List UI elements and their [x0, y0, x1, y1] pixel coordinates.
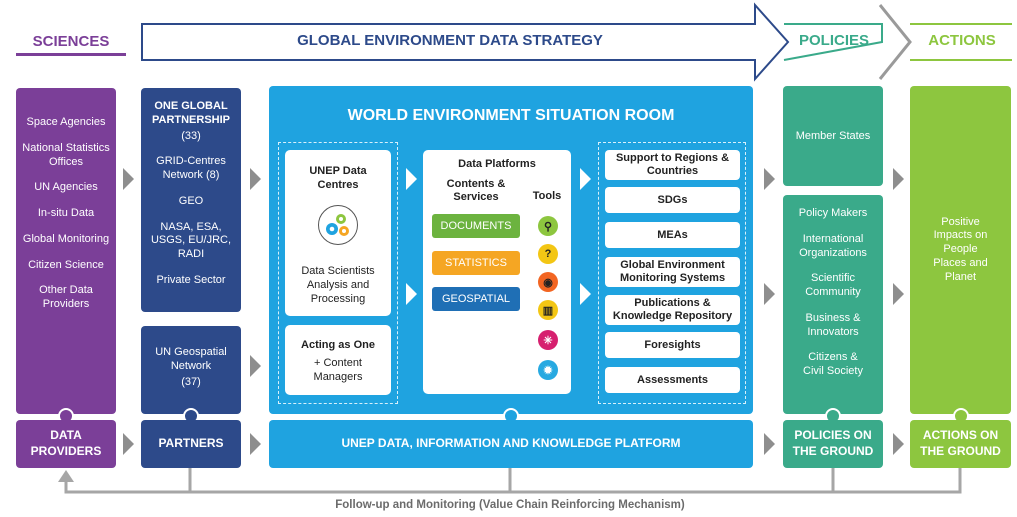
flow-arrow: [764, 168, 775, 190]
flow-arrow: [123, 433, 134, 455]
provider-item: National Statistics Offices: [22, 141, 110, 168]
partner-nasa: NASA, ESA, USGS, EU/JRC, RADI: [150, 220, 232, 261]
flow-arrow: [764, 283, 775, 305]
output-foresights[interactable]: Foresights: [605, 332, 740, 358]
partners-footer: PARTNERS: [141, 420, 241, 468]
documents-button[interactable]: DOCUMENTS: [432, 214, 520, 238]
policy-item: Policy Makers: [798, 207, 868, 219]
flow-arrow: [580, 168, 591, 190]
question-icon[interactable]: ?: [538, 244, 558, 264]
data-providers-footer: DATA PROVIDERS: [16, 420, 116, 468]
flow-arrow: [250, 168, 261, 190]
data-centres-group: [278, 142, 398, 404]
actions-footer: ACTIONS ON THE GROUND: [910, 420, 1011, 468]
feedback-loop: [58, 468, 962, 494]
provider-item: Space Agencies: [26, 116, 106, 128]
partner-geo: GEO: [178, 194, 204, 207]
data-platforms-box: Data Platforms Contents & Services Tools…: [423, 150, 571, 394]
policies-footer: POLICIES ON THE GROUND: [783, 420, 883, 468]
feedback-label: Follow-up and Monitoring (Value Chain Re…: [335, 499, 685, 511]
policy-actors-panel: Policy Makers International Organization…: [783, 195, 883, 414]
policy-item: Scientific Community: [805, 272, 861, 298]
provider-item: Global Monitoring: [22, 232, 110, 245]
output-publications[interactable]: Publications & Knowledge Repository: [605, 295, 740, 325]
header-strategy: GLOBAL ENVIRONMENT DATA STRATEGY: [297, 31, 603, 49]
flow-arrow: [123, 168, 134, 190]
output-monitoring-systems[interactable]: Global Environment Monitoring Systems: [605, 257, 740, 287]
flow-arrow: [893, 433, 904, 455]
policy-item: International Organizations: [799, 232, 867, 259]
partnership-title: ONE GLOBAL PARTNERSHIP: [151, 100, 231, 126]
data-providers-panel: Space Agencies National Statistics Offic…: [16, 88, 116, 414]
flow-arrow: [406, 283, 417, 305]
bar-chart-icon[interactable]: ▥: [538, 300, 558, 320]
partner-grid: GRID-Centres Network (8): [156, 155, 226, 181]
flow-arrow: [893, 168, 904, 190]
data-centres-title: UNEP Data Centres: [309, 165, 367, 191]
actions-panel: Positive Impacts on People Places and Pl…: [910, 86, 1011, 414]
situation-room-title: WORLD ENVIRONMENT SITUATION ROOM: [347, 107, 675, 124]
platform-footer: UNEP DATA, INFORMATION AND KNOWLEDGE PLA…: [269, 420, 753, 468]
policy-item: Citizens & Civil Society: [803, 351, 863, 377]
flow-arrow: [764, 433, 775, 455]
header-sciences: SCIENCES: [16, 30, 126, 56]
actions-arrow: [910, 23, 1012, 61]
partnership-count: (33): [181, 129, 201, 142]
statistics-button[interactable]: STATISTICS: [432, 251, 520, 275]
provider-item: Other Data Providers: [39, 284, 93, 310]
acting-title: Acting as One: [301, 339, 375, 351]
un-geospatial-panel: UN Geospatial Network (37): [141, 326, 241, 414]
member-states-panel: Member States: [783, 86, 883, 186]
data-centres-box: UNEP Data Centres Data Scientists Analys…: [285, 150, 391, 316]
flow-arrow: [250, 355, 261, 377]
partners-panel: ONE GLOBAL PARTNERSHIP (33) GRID-Centres…: [141, 88, 241, 312]
output-regions[interactable]: Support to Regions & Countries: [605, 150, 740, 180]
un-geospatial-count: (37): [181, 375, 201, 388]
output-meas[interactable]: MEAs: [605, 222, 740, 248]
provider-item: Citizen Science: [28, 258, 104, 271]
policies-arrow: [783, 4, 912, 80]
header-actions: ACTIONS: [928, 31, 996, 49]
header-policies: POLICIES: [798, 31, 869, 49]
provider-item: In-situ Data: [37, 207, 95, 219]
geospatial-button[interactable]: GEOSPATIAL: [432, 287, 520, 311]
flow-arrow: [250, 433, 261, 455]
acting-as-one-box: Acting as One + Content Managers: [285, 325, 391, 395]
data-centres-desc: Data Scientists Analysis and Processing: [301, 264, 375, 306]
partner-private: Private Sector: [156, 273, 226, 286]
data-platforms-title: Data Platforms: [458, 158, 536, 170]
policy-item: Business & Innovators: [805, 311, 861, 338]
outputs-group: [598, 142, 746, 404]
gears-icon: [318, 205, 358, 245]
search-icon[interactable]: ⚲: [538, 216, 558, 236]
flow-arrow: [580, 283, 591, 305]
contents-label: Contents & Services: [446, 177, 506, 203]
strategy-arrow: [141, 2, 790, 82]
network-icon[interactable]: ✳: [538, 330, 558, 350]
flow-arrow: [406, 168, 417, 190]
acting-desc: + Content Managers: [313, 356, 363, 383]
eye-icon[interactable]: ◉: [538, 272, 558, 292]
gear-icon[interactable]: ✹: [538, 360, 558, 380]
output-sdgs[interactable]: SDGs: [605, 187, 740, 213]
tools-label: Tools: [532, 190, 562, 202]
output-assessments[interactable]: Assessments: [605, 367, 740, 393]
un-geospatial-label: UN Geospatial Network: [155, 346, 227, 372]
flow-arrow: [893, 283, 904, 305]
provider-item: UN Agencies: [34, 181, 98, 194]
